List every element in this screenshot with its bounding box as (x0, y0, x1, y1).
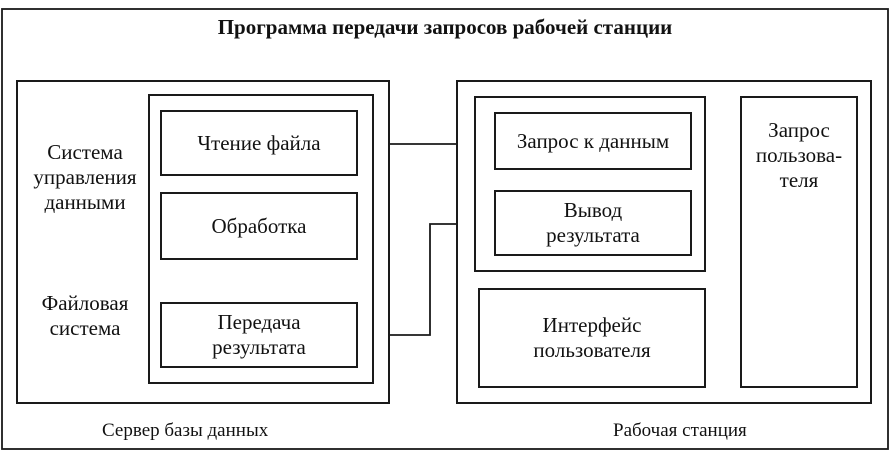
workstation-caption: Рабочая станция (613, 420, 747, 441)
read-file-text: Чтение файла (197, 130, 321, 155)
data-query-block: Запрос к данным (494, 112, 692, 170)
file-system-label: Файловая система (41, 291, 129, 340)
user-request-text: Запрос пользова-теля (755, 118, 843, 192)
processing-text: Обработка (211, 213, 307, 238)
read-file-block: Чтение файла (160, 110, 358, 176)
program-frame (1, 8, 889, 450)
transfer-result-block: Передача результата (160, 302, 358, 368)
user-interface-block: Интерфейс пользователя (478, 288, 706, 388)
output-result-text: Вывод результата (546, 198, 640, 247)
data-query-text: Запрос к данным (516, 128, 670, 153)
dbms-label: Система управления данными (33, 140, 137, 214)
user-interface-text: Интерфейс пользователя (533, 313, 651, 362)
processing-block: Обработка (160, 192, 358, 260)
transfer-result-text: Передача результата (212, 310, 306, 359)
output-result-block: Вывод результата (494, 190, 692, 256)
user-request-block: Запрос пользова-теля (740, 96, 858, 388)
diagram-title: Программа передачи запросов рабочей стан… (217, 15, 673, 39)
server-caption: Сервер базы данных (102, 420, 269, 441)
